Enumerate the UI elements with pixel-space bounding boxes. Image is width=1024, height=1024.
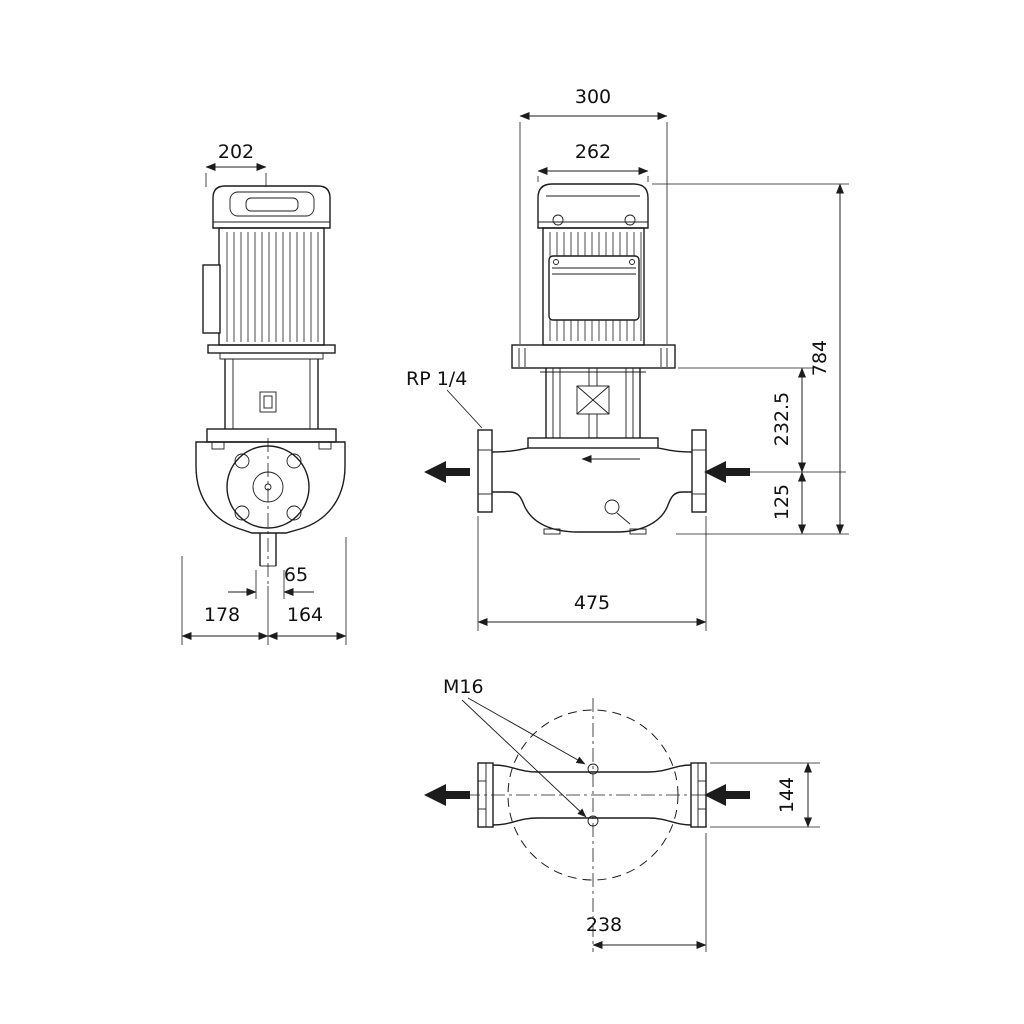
suction-flange: [477, 429, 493, 513]
motor-flange-plate: [511, 344, 676, 369]
dim-262: 262: [537, 141, 649, 182]
dim-144: 144: [710, 762, 820, 828]
dim-232-5: 232.5: [678, 367, 846, 473]
pipe-plan: [477, 762, 707, 828]
suction-flange-plan: [477, 762, 494, 828]
dim-475: 475: [477, 516, 707, 631]
gauge-tapping-hole: [587, 815, 599, 827]
pump-housing-side: [195, 438, 346, 584]
bolt-hole: [234, 505, 250, 521]
lifting-eye: [552, 214, 564, 226]
plug-leader-line: [446, 389, 483, 429]
gauge-tapping-hole: [587, 763, 599, 775]
front-view: RP 1/4 300 262 784: [406, 86, 849, 631]
discharge-flange: [691, 429, 707, 513]
motor-fan-cover-side: [212, 185, 331, 229]
dim-202-label: 202: [218, 141, 254, 163]
dim-232-5-label: 232.5: [771, 392, 793, 446]
dim-262-label: 262: [575, 141, 611, 163]
dim-144-label: 144: [776, 777, 798, 813]
coupling-guard: [576, 385, 610, 415]
thread-label: M16: [443, 676, 484, 698]
plug-callout: RP 1/4: [406, 368, 483, 429]
terminal-box-front: [548, 255, 640, 321]
dim-238-label: 238: [586, 914, 622, 936]
dim-164-label: 164: [287, 604, 323, 626]
lifting-eye: [624, 214, 636, 226]
dim-202: 202: [205, 141, 267, 187]
dim-238: 238: [586, 833, 707, 952]
pump-stool-front: [527, 368, 659, 449]
thread-callout: M16: [443, 676, 587, 818]
dim-784-label: 784: [809, 340, 831, 376]
dim-65: 65: [228, 564, 314, 599]
dim-125: 125: [771, 471, 806, 535]
flow-arrow-outlet-plan: [424, 784, 470, 806]
dim-65-label: 65: [284, 564, 308, 586]
dim-178-164: 178 164: [181, 537, 347, 645]
motor-fins-side: [202, 227, 325, 346]
motor-fins-front: [542, 227, 645, 346]
bolt-hole: [286, 453, 302, 469]
dim-300: 300: [519, 86, 668, 344]
dim-125-label: 125: [771, 484, 793, 520]
motor-fan-cover-front: [537, 183, 649, 229]
plug-label: RP 1/4: [406, 368, 467, 390]
side-view: 202 65 178 164: [181, 141, 347, 645]
dim-475-label: 475: [574, 592, 610, 614]
bolt-hole: [234, 453, 250, 469]
thread-leader-line: [461, 699, 587, 818]
terminal-box-side: [202, 264, 221, 334]
volute-front: [477, 429, 707, 535]
dim-784: 784: [652, 183, 849, 535]
flow-arrow-inlet-plan: [704, 784, 750, 806]
dim-300-label: 300: [575, 86, 611, 108]
bolt-hole: [286, 505, 302, 521]
motor-stool-side: [206, 344, 337, 450]
flow-arrow-outlet: [424, 461, 470, 483]
plan-view: M16 144 238: [424, 676, 820, 952]
drain-plug: [604, 499, 620, 515]
dim-178-label: 178: [204, 604, 240, 626]
thread-leader-line: [467, 697, 586, 765]
